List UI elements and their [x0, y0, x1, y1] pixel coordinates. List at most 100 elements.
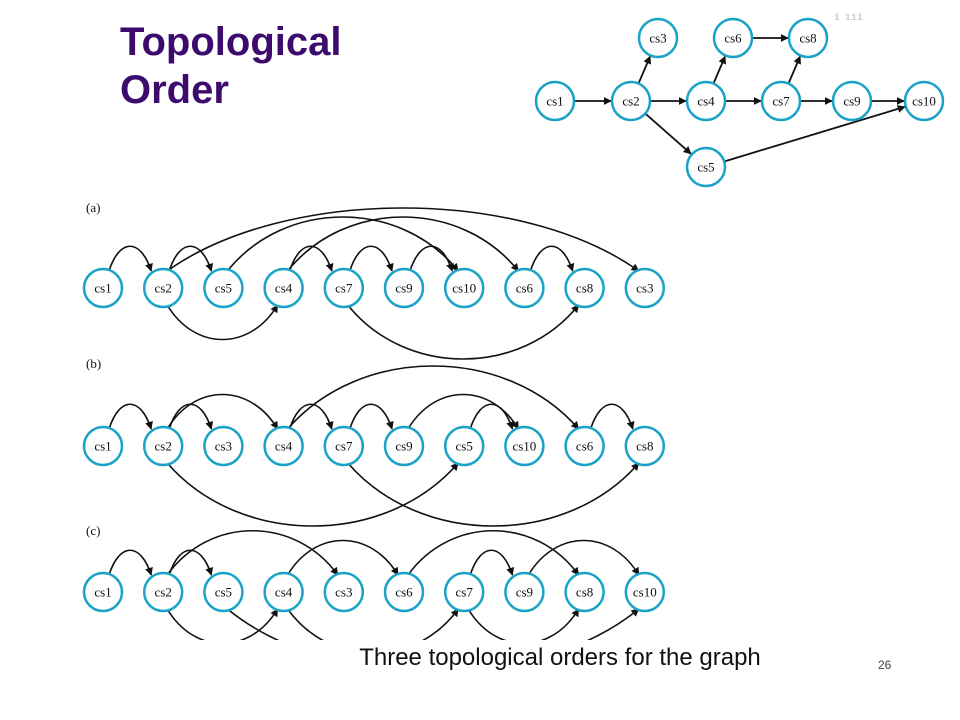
- node-circle: [383, 425, 425, 467]
- order-node-cs7: cs7: [323, 425, 365, 467]
- node-circle: [443, 571, 485, 613]
- node-circle: [831, 80, 873, 122]
- node-circle: [383, 267, 425, 309]
- order-node-cs7: cs7: [443, 571, 485, 613]
- node-label: cs4: [275, 281, 293, 296]
- figure-caption: Three topological orders for the graph: [359, 644, 761, 671]
- order-edge-cs6-cs8: [589, 403, 635, 430]
- order-edge-cs4-cs7: [286, 608, 459, 640]
- graph-node-cs2: cs2: [610, 80, 652, 122]
- node-label: cs8: [799, 31, 816, 46]
- node-label: cs2: [155, 585, 172, 600]
- node-circle: [323, 571, 365, 613]
- node-circle: [504, 425, 545, 467]
- node-circle: [610, 80, 652, 122]
- corner-mark: ¹ ¹¹¹: [834, 10, 863, 30]
- node-label: cs10: [512, 439, 536, 454]
- order-edge-cs2-cs4: [166, 304, 279, 341]
- order-node-cs3: cs3: [203, 425, 244, 467]
- graph-node-cs6: cs6: [712, 17, 754, 59]
- order-label: (b): [86, 356, 101, 371]
- node-label: cs5: [697, 160, 714, 175]
- node-label: cs7: [335, 439, 353, 454]
- node-circle: [263, 267, 304, 309]
- order-node-cs8: cs8: [564, 571, 605, 613]
- node-label: cs4: [697, 94, 715, 109]
- graph-node-cs8: cs8: [787, 17, 829, 59]
- order-edge-cs4-cs7: [288, 245, 334, 272]
- node-circle: [263, 571, 304, 613]
- order-edge-cs9-cs10: [527, 539, 640, 576]
- order-node-cs8: cs8: [564, 267, 605, 309]
- order-edge-cs6-cs8: [407, 529, 580, 576]
- node-circle: [443, 425, 485, 467]
- node-label: cs2: [155, 281, 172, 296]
- node-circle: [903, 80, 945, 122]
- node-label: cs7: [772, 94, 790, 109]
- order-node-cs10: cs10: [443, 267, 485, 309]
- node-label: cs3: [215, 439, 232, 454]
- order-c: (c) cs1 cs2 cs5 cs4 cs3 cs6 cs7 cs9 cs8 cs10: [82, 523, 666, 640]
- node-label: cs4: [275, 585, 293, 600]
- node-label: cs1: [94, 439, 111, 454]
- node-circle: [443, 267, 485, 309]
- slide-title-line-2: Order: [120, 68, 229, 112]
- order-node-cs6: cs6: [564, 425, 605, 467]
- order-node-cs9: cs9: [504, 571, 545, 613]
- slide-title: Topological Order: [120, 18, 420, 114]
- order-node-cs6: cs6: [383, 571, 425, 613]
- node-circle: [624, 267, 666, 309]
- node-circle: [504, 571, 545, 613]
- node-circle: [637, 17, 679, 59]
- node-circle: [323, 425, 365, 467]
- graph-node-cs9: cs9: [831, 80, 873, 122]
- node-circle: [82, 425, 124, 467]
- node-label: cs1: [94, 281, 111, 296]
- order-edge-cs4-cs6: [286, 539, 399, 576]
- order-edge-cs7-cs8: [347, 304, 580, 360]
- node-circle: [203, 267, 244, 309]
- node-circle: [760, 80, 802, 122]
- node-label: cs5: [215, 585, 232, 600]
- page-number: 26: [878, 658, 892, 672]
- order-node-cs6: cs6: [504, 267, 545, 309]
- graph-edge-cs5-cs10: [724, 105, 906, 163]
- node-label: cs10: [633, 585, 657, 600]
- node-circle: [534, 80, 576, 122]
- order-edge-cs4-cs6: [286, 365, 580, 430]
- node-circle: [82, 267, 124, 309]
- node-circle: [263, 425, 304, 467]
- node-label: cs6: [516, 281, 534, 296]
- order-edge-cs4-cs6: [286, 216, 520, 272]
- order-edge-cs1-cs2: [108, 403, 153, 430]
- order-node-cs4: cs4: [263, 267, 304, 309]
- node-circle: [203, 425, 244, 467]
- node-label: cs1: [546, 94, 563, 109]
- node-circle: [787, 17, 829, 59]
- graph-edge-cs4-cs6: [713, 55, 726, 83]
- node-circle: [82, 571, 124, 613]
- order-node-cs3: cs3: [323, 571, 365, 613]
- node-circle: [685, 80, 727, 122]
- slide-title-line-1: Topological: [120, 20, 342, 64]
- node-label: cs8: [636, 439, 653, 454]
- node-label: cs9: [395, 439, 412, 454]
- order-edge-cs2-cs5: [168, 245, 214, 272]
- graph-edge-cs2-cs5: [645, 113, 692, 155]
- order-node-cs5: cs5: [203, 267, 244, 309]
- order-edge-cs6-cs8: [529, 245, 575, 272]
- order-edge-cs7-cs9: [349, 403, 394, 430]
- order-node-cs9: cs9: [383, 425, 425, 467]
- node-circle: [564, 267, 605, 309]
- graph-edge-cs7-cs8: [788, 55, 801, 83]
- node-label: cs8: [576, 281, 593, 296]
- order-node-cs3: cs3: [624, 267, 666, 309]
- node-label: cs1: [94, 585, 111, 600]
- order-label: (c): [86, 523, 100, 538]
- node-label: cs7: [456, 585, 474, 600]
- node-circle: [142, 571, 184, 613]
- node-label: cs6: [724, 31, 742, 46]
